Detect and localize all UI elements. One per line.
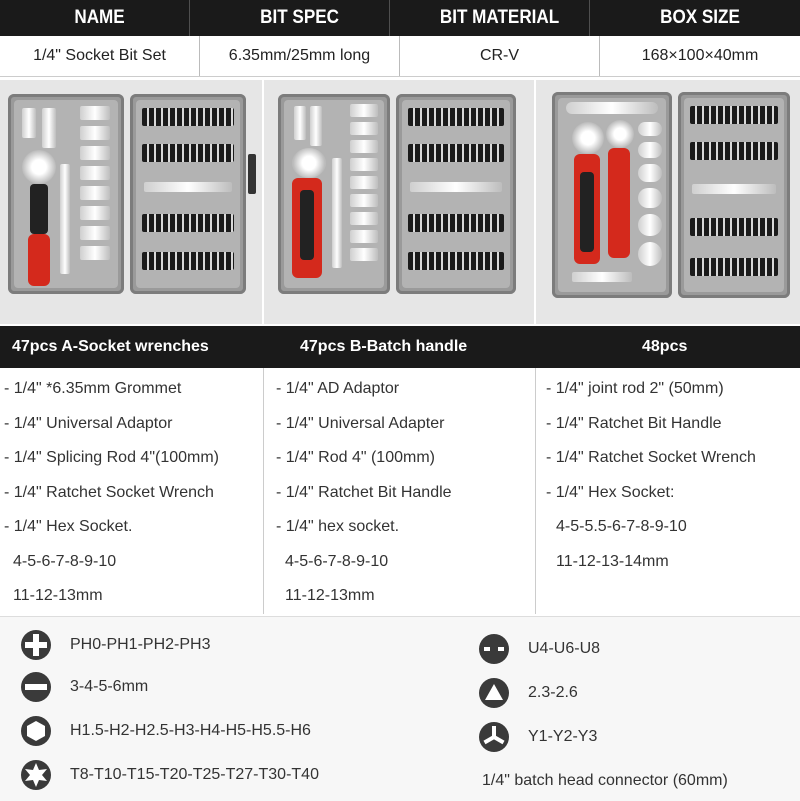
case-right-a (130, 94, 246, 294)
list-item: 4-5-6-7-8-9-10 (13, 552, 117, 570)
list-item: - 1/4" Hex Socket. (4, 518, 133, 535)
bit-label: H1.5-H2-H2.5-H3-H4-H5-H5.5-H6 (70, 722, 311, 739)
product-photos (0, 80, 800, 324)
case-right-c (678, 92, 790, 298)
slotted-icon (20, 671, 52, 703)
list-item: - 1/4" Rod 4" (100mm) (276, 449, 435, 466)
bit-label: Y1-Y2-Y3 (528, 728, 598, 745)
list-item: 11-12-13mm (13, 587, 103, 604)
bit-label: 2.3-2.6 (528, 684, 578, 701)
list-item: 4-5-5.5-6-7-8-9-10 (556, 518, 687, 535)
bit-connector: 1/4" batch head connector (60mm) (482, 761, 728, 801)
set-a-list: - 1/4" *6.35mm Grommet - 1/4" Universal … (0, 368, 264, 614)
set-contents: - 1/4" *6.35mm Grommet - 1/4" Universal … (0, 368, 800, 614)
case-left-c (552, 92, 672, 298)
spec-table-values: 1/4" Socket Bit Set 6.35mm/25mm long CR-… (0, 36, 800, 77)
triangle-icon (478, 677, 510, 709)
bit-slotted: 3-4-5-6mm (20, 667, 148, 707)
bit-torx: T8-T10-T15-T20-T25-T27-T30-T40 (20, 755, 319, 795)
u-type-icon (478, 633, 510, 665)
set-titles: 47pcs A-Socket wrenches 47pcs B-Batch ha… (0, 326, 800, 368)
value-bit-material: CR-V (400, 36, 600, 76)
list-item: 11-12-13mm (285, 587, 375, 604)
case-left-a (8, 94, 124, 294)
phillips-icon (20, 629, 52, 661)
list-item: 11-12-13-14mm (556, 552, 669, 570)
value-name: 1/4" Socket Bit Set (0, 36, 200, 76)
torx-icon (20, 759, 52, 791)
list-item: - 1/4" hex socket. (276, 518, 400, 535)
header-bit-material: BIT MATERIAL (410, 0, 590, 36)
value-box-size: 168×100×40mm (641, 47, 759, 64)
bit-u-type: U4-U6-U8 (478, 629, 600, 669)
y-type-icon (478, 721, 510, 753)
bit-label: 1/4" batch head connector (60mm) (482, 772, 728, 789)
bit-label: T8-T10-T15-T20-T25-T27-T30-T40 (70, 766, 319, 783)
list-item: - 1/4" joint rod 2" (50mm) (546, 380, 724, 397)
list-item: - 1/4" AD Adaptor (276, 380, 400, 397)
bit-label: 3-4-5-6mm (70, 678, 149, 695)
header-name: NAME (10, 0, 190, 36)
bit-types: PH0-PH1-PH2-PH3 3-4-5-6mm H1.5-H2-H2.5-H… (0, 616, 800, 801)
set-b-list: - 1/4" AD Adaptor - 1/4" Universal Adapt… (264, 368, 536, 614)
list-item: - 1/4" Ratchet Bit Handle (276, 483, 452, 501)
bit-hex: H1.5-H2-H2.5-H3-H4-H5-H5.5-H6 (20, 711, 311, 751)
bit-triangle: 2.3-2.6 (478, 673, 578, 713)
bit-phillips: PH0-PH1-PH2-PH3 (20, 625, 210, 665)
spec-table-header: NAME BIT SPEC BIT MATERIAL BOX SIZE (0, 0, 800, 36)
photo-set-a (0, 80, 264, 324)
list-item: - 1/4" Ratchet Socket Wrench (4, 483, 214, 501)
list-item: - 1/4" Universal Adaptor (4, 414, 173, 432)
bit-label: U4-U6-U8 (528, 640, 601, 657)
photo-set-b (264, 80, 536, 324)
list-item: - 1/4" Splicing Rod 4"(100mm) (4, 449, 219, 466)
list-item: 4-5-6-7-8-9-10 (285, 552, 389, 570)
bit-y-type: Y1-Y2-Y3 (478, 717, 597, 757)
list-item: - 1/4" Universal Adapter (276, 414, 445, 432)
list-item: - 1/4" Ratchet Bit Handle (546, 414, 722, 432)
set-c-list: - 1/4" joint rod 2" (50mm) - 1/4" Ratche… (536, 368, 800, 614)
value-bit-spec: 6.35mm/25mm long (200, 36, 400, 76)
set-c-title: 48pcs (642, 338, 688, 355)
bit-label: PH0-PH1-PH2-PH3 (70, 636, 211, 653)
case-right-b (396, 94, 516, 294)
photo-set-c (536, 80, 800, 324)
header-bit-spec: BIT SPEC (210, 0, 390, 36)
hex-icon (20, 715, 52, 747)
list-item: - 1/4" *6.35mm Grommet (4, 380, 182, 397)
case-left-b (278, 94, 390, 294)
set-b-title: 47pcs B-Batch handle (300, 338, 468, 355)
list-item: - 1/4" Hex Socket: (546, 483, 675, 501)
list-item: - 1/4" Ratchet Socket Wrench (546, 449, 756, 466)
set-a-title: 47pcs A-Socket wrenches (12, 338, 209, 355)
header-box-size: BOX SIZE (660, 7, 740, 28)
